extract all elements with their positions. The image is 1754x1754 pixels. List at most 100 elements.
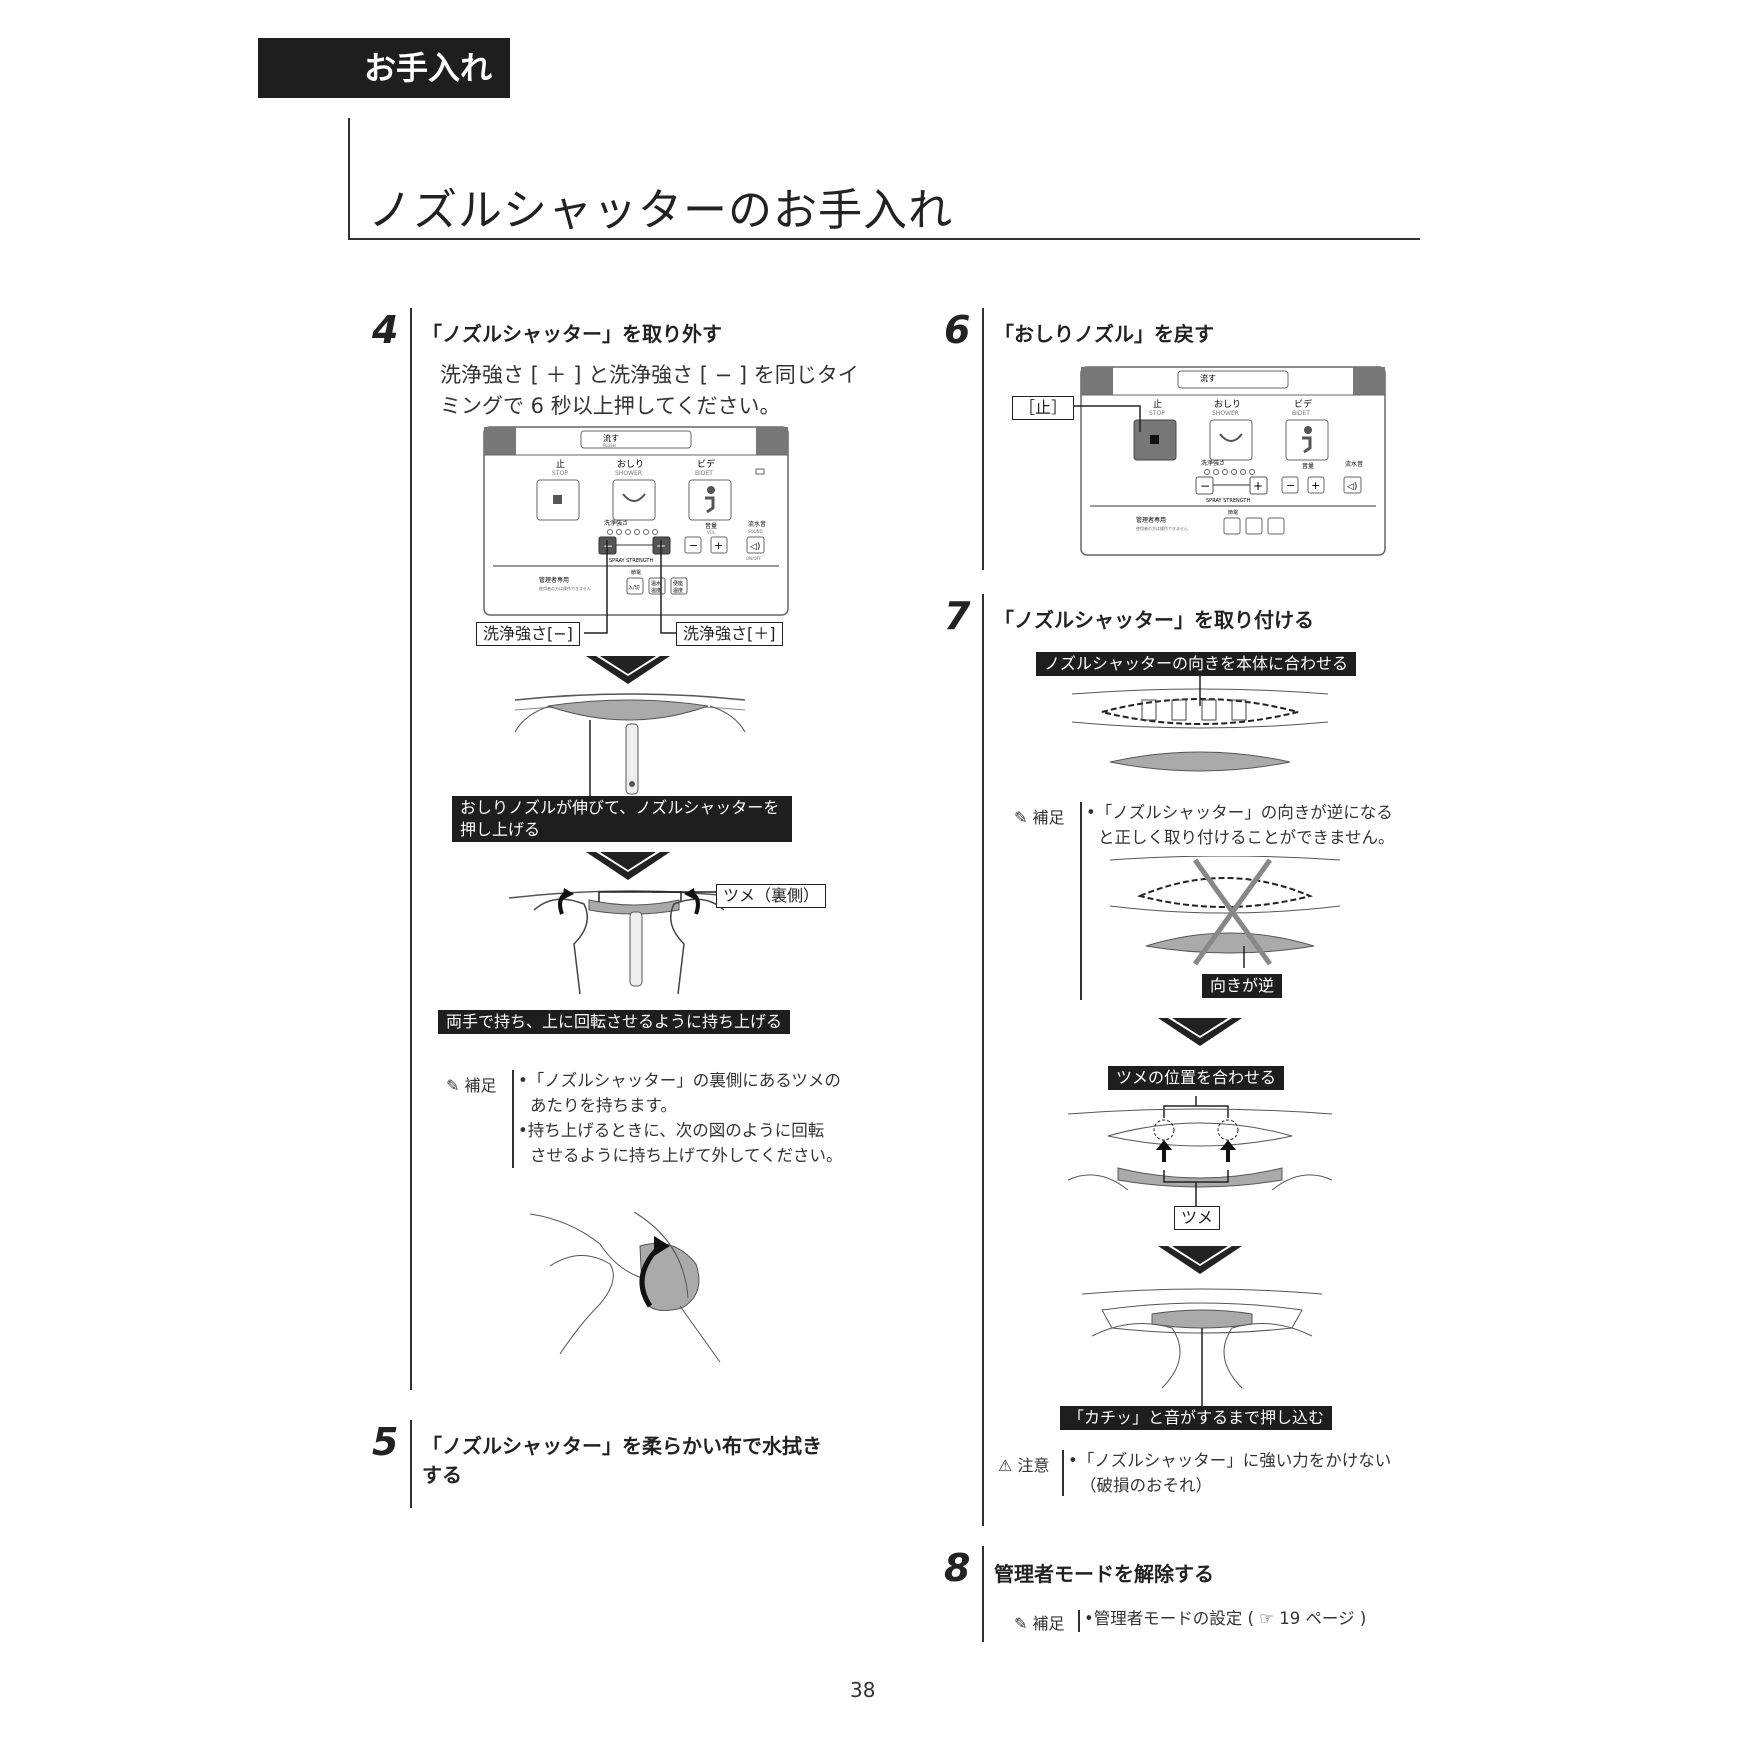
control-panel-illustration: 流す 止 STOP おしり SHOWER ビデ BIDET 洗浄強さ − + S… <box>1080 366 1386 556</box>
svg-text:使用者の方は操作できません: 使用者の方は操作できません <box>1136 525 1188 531</box>
caption-align-tsume: ツメの位置を合わせる <box>1108 1066 1285 1090</box>
svg-text:ビデ: ビデ <box>697 458 715 470</box>
down-arrow-icon <box>586 852 670 880</box>
wrong-orientation-illustration <box>1110 856 1340 968</box>
svg-text:温度: 温度 <box>651 587 661 594</box>
svg-text:管理者専用: 管理者専用 <box>1136 516 1166 524</box>
rotate-lift-illustration <box>530 1211 721 1362</box>
svg-text:SHOWER: SHOWER <box>615 470 642 477</box>
svg-text:VOL.: VOL. <box>707 530 716 535</box>
svg-text:◁): ◁) <box>1347 482 1357 492</box>
title-divider-horizontal <box>348 238 1420 240</box>
svg-text:止: 止 <box>556 458 565 470</box>
svg-text:温度: 温度 <box>673 587 683 594</box>
svg-text:ON/OFF: ON/OFF <box>746 556 762 561</box>
svg-text:−: − <box>689 539 698 552</box>
step-bar <box>982 594 984 1526</box>
svg-text:SHOWER: SHOWER <box>1212 410 1239 417</box>
callout-line <box>1070 405 1141 432</box>
step-number: 7 <box>944 594 971 638</box>
callout-lines <box>584 540 676 634</box>
caution-text: •「ノズルシャッター」に強い力をかけない （破損のおそれ） <box>1068 1451 1392 1495</box>
svg-text:ビデ: ビデ <box>1294 398 1312 410</box>
svg-text:流水音: 流水音 <box>748 520 766 528</box>
note-bar <box>1080 802 1082 1000</box>
svg-text:BIDET: BIDET <box>695 470 713 477</box>
note-tag: ✎ 補足 <box>1014 1614 1065 1633</box>
svg-text:洗浄強さ: 洗浄強さ <box>604 519 628 527</box>
svg-text:+: + <box>714 539 723 552</box>
caution-tag: ⚠ 注意 <box>998 1456 1050 1475</box>
svg-text:流水音: 流水音 <box>1345 460 1363 468</box>
step-title: 「ノズルシャッター」を取り外す <box>422 322 722 346</box>
svg-text:洗浄強さ: 洗浄強さ <box>1201 459 1225 467</box>
caption-push-until-click: 「カチッ」と音がするまで押し込む <box>1060 1406 1333 1430</box>
svg-text:−: − <box>603 539 613 553</box>
pencil-icon: ✎ <box>1014 1614 1028 1633</box>
svg-text:SPRAY STRENGTH: SPRAY STRENGTH <box>1206 498 1250 504</box>
down-arrow-icon <box>1158 1018 1242 1046</box>
svg-text:STOP: STOP <box>552 470 568 477</box>
svg-text:音量: 音量 <box>705 522 717 530</box>
svg-text:−: − <box>1286 479 1295 492</box>
nozzle-extend-illustration <box>514 693 746 800</box>
step-title: 「おしりノズル」を戻す <box>994 322 1214 346</box>
pencil-icon: ✎ <box>1014 808 1028 827</box>
title-divider-vertical <box>348 118 350 240</box>
svg-text:+: + <box>1311 479 1320 492</box>
pencil-icon: ✎ <box>446 1076 460 1095</box>
step-title: 「ノズルシャッター」を取り付ける <box>994 608 1314 632</box>
caption-match-orientation: ノズルシャッターの向きを本体に合わせる <box>1036 652 1357 676</box>
hands-lifting-illustration <box>508 888 750 995</box>
note-text: •「ノズルシャッター」の向きが逆になる と正しく取り付けることができません。 <box>1086 803 1395 847</box>
svg-text:流す: 流す <box>1200 373 1216 383</box>
note-bar <box>512 1070 514 1168</box>
svg-text:入/切: 入/切 <box>628 584 640 591</box>
svg-text:BIDET: BIDET <box>1292 410 1310 417</box>
note-bar <box>1062 1450 1064 1496</box>
caption-lift-with-hands: 両手で持ち、上に回転させるように持ち上げる <box>438 1010 791 1034</box>
step-bar <box>410 1420 412 1508</box>
step-title: 管理者モードを解除する <box>994 1562 1214 1586</box>
svg-text:−: − <box>1200 479 1210 493</box>
step-number: 6 <box>944 308 971 352</box>
step-number: 5 <box>372 1420 399 1464</box>
section-tab: お手入れ <box>258 38 510 98</box>
step-number: 8 <box>944 1546 971 1590</box>
svg-text:FLUSH: FLUSH <box>603 443 616 448</box>
svg-text:節電: 節電 <box>1228 509 1238 516</box>
svg-text:止: 止 <box>1153 398 1162 410</box>
label-tsume-back: ツメ（裏側） <box>716 884 827 908</box>
svg-text:音量: 音量 <box>1302 462 1314 470</box>
svg-text:おしり: おしり <box>1214 399 1241 410</box>
step-instruction-line: ミングで 6 秒以上押してください。 <box>440 394 781 418</box>
svg-text:◁): ◁) <box>750 542 760 552</box>
step-bar <box>982 308 984 570</box>
step-title: 「ノズルシャッター」を柔らかい布で水拭き する <box>422 1434 822 1487</box>
warning-icon: ⚠ <box>998 1456 1013 1475</box>
panel-flush-label: 流す <box>603 433 619 443</box>
label-tsume: ツメ <box>1174 1206 1221 1230</box>
svg-text:おしり: おしり <box>617 459 644 470</box>
shutter-orientation-illustration <box>1072 676 1328 772</box>
note-tag: ✎ 補足 <box>1014 808 1065 827</box>
control-panel-illustration: 流す FLUSH 止 STOP おしり SHOWER ビデ BIDET 洗浄強さ… <box>483 426 789 616</box>
label-stop: ［止］ <box>1012 396 1075 420</box>
svg-text:便座: 便座 <box>673 580 683 587</box>
push-in-illustration <box>1082 1288 1322 1406</box>
svg-text:SPRAY STRENGTH: SPRAY STRENGTH <box>609 558 653 564</box>
svg-text:温水: 温水 <box>651 580 661 587</box>
svg-text:SOUND: SOUND <box>748 529 763 534</box>
label-strength-minus: 洗浄強さ[−] <box>476 622 580 646</box>
step-bar <box>410 308 412 1390</box>
page-number: 38 <box>850 1678 876 1702</box>
step-number: 4 <box>372 308 399 352</box>
step-bar <box>982 1546 984 1642</box>
note-text: •管理者モードの設定 ( ☞ 19 ページ ) <box>1084 1609 1367 1628</box>
svg-text:節電: 節電 <box>631 569 641 576</box>
step-instruction-line: 洗浄強さ [ ＋ ] と洗浄強さ [ − ] を同じタイ <box>440 363 859 387</box>
note-bar <box>1078 1610 1080 1632</box>
label-reversed: 向きが逆 <box>1202 974 1283 998</box>
svg-text:STOP: STOP <box>1149 410 1165 417</box>
page-title: ノズルシャッターのお手入れ <box>368 185 953 236</box>
